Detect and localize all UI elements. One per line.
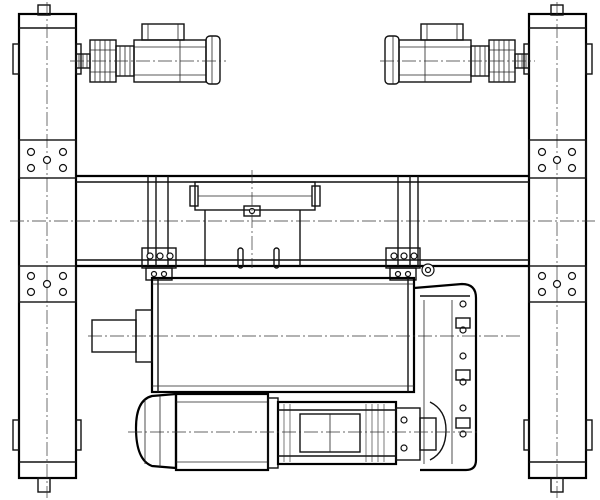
drum-shaft-stub: [91, 309, 153, 363]
hoist-motor: [128, 392, 480, 472]
right-lower-bolt-group: [537, 271, 577, 297]
right-upper-bolt-group: [537, 147, 577, 173]
rope-drum: [88, 276, 520, 394]
cross-girder: [10, 174, 595, 268]
right-end-carriage: [523, 2, 593, 498]
right-travel-motor: [380, 23, 535, 85]
left-end-carriage: [12, 2, 82, 498]
right-rope-anchor: [385, 247, 435, 281]
hoist-gearbox: [413, 282, 478, 472]
center-bracket: [189, 170, 321, 269]
left-lower-bolt-group: [26, 271, 68, 297]
left-rope-anchor: [141, 247, 177, 281]
left-upper-bolt-group: [26, 147, 68, 173]
left-travel-motor: [70, 23, 226, 85]
